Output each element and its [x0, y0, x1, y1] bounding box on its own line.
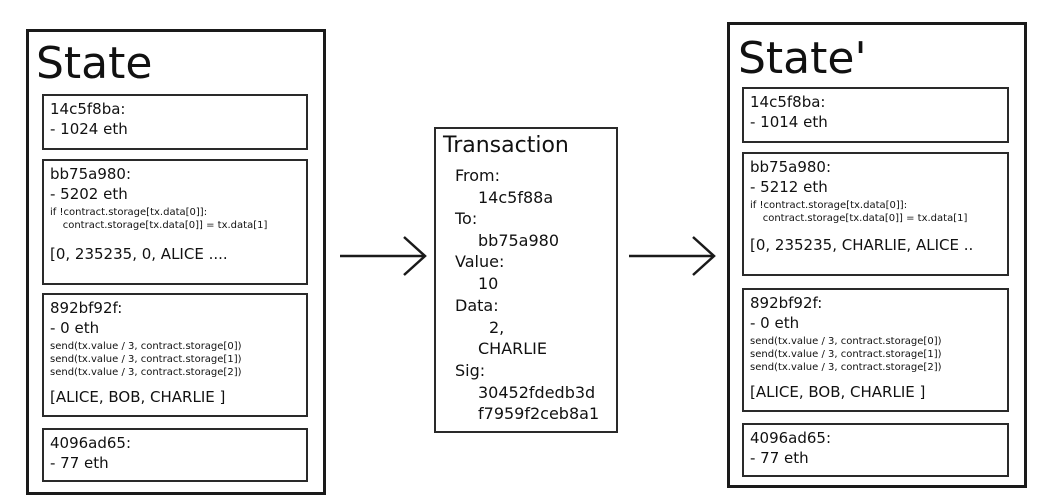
tx-value-label: Value: — [455, 252, 505, 271]
state-prime-title: State' — [738, 33, 867, 84]
contract-storage: [0, 235235, CHARLIE, ALICE .. — [750, 236, 974, 254]
account-balance: - 1024 eth — [50, 120, 128, 138]
account-address: 4096ad65: — [750, 429, 832, 447]
contract-storage: [0, 235235, 0, ALICE .... — [50, 245, 228, 263]
right-arrow-icon — [340, 236, 427, 276]
account-address: 4096ad65: — [50, 434, 132, 452]
account-balance: - 77 eth — [50, 454, 109, 472]
account-balance: - 5212 eth — [750, 178, 828, 196]
account-box: 4096ad65: - 77 eth — [42, 428, 308, 482]
tx-sig-line: f7959f2ceb8a1 — [478, 404, 600, 423]
contract-code-line: send(tx.value / 3, contract.storage[1]) — [750, 349, 942, 360]
transaction-box: Transaction From: 14c5f88a To: bb75a980 … — [434, 127, 618, 433]
account-address: 892bf92f: — [50, 299, 123, 317]
contract-code-line: send(tx.value / 3, contract.storage[1]) — [50, 354, 242, 365]
tx-data-item: 2, — [489, 318, 505, 337]
tx-data-item: CHARLIE — [478, 339, 548, 358]
account-box: 892bf92f: - 0 eth send(tx.value / 3, con… — [42, 293, 308, 417]
contract-code-line: contract.storage[tx.data[0]] = tx.data[1… — [50, 220, 268, 231]
account-balance: - 77 eth — [750, 449, 809, 467]
tx-value-value: 10 — [478, 274, 499, 293]
tx-sig-line: 30452fdedb3d — [478, 383, 596, 402]
contract-storage: [ALICE, BOB, CHARLIE ] — [50, 388, 226, 406]
account-box: 4096ad65: - 77 eth — [742, 423, 1009, 477]
account-balance: - 5202 eth — [50, 185, 128, 203]
contract-code-line: send(tx.value / 3, contract.storage[2]) — [50, 367, 242, 378]
account-box: 14c5f8ba: - 1014 eth — [742, 87, 1009, 143]
state-panel: State 14c5f8ba: - 1024 eth bb75a980: - 5… — [26, 29, 326, 495]
account-address: 14c5f8ba: — [750, 93, 826, 111]
contract-code-line: send(tx.value / 3, contract.storage[2]) — [750, 362, 942, 373]
account-address: 892bf92f: — [750, 294, 823, 312]
contract-storage: [ALICE, BOB, CHARLIE ] — [750, 383, 926, 401]
tx-from-label: From: — [455, 166, 501, 185]
tx-data-label: Data: — [455, 296, 499, 315]
tx-sig-label: Sig: — [455, 361, 486, 380]
tx-to-value: bb75a980 — [478, 231, 560, 250]
account-address: 14c5f8ba: — [50, 100, 126, 118]
state-title: State — [36, 38, 153, 89]
state-prime-panel: State' 14c5f8ba: - 1014 eth bb75a980: - … — [727, 22, 1027, 488]
tx-from-value: 14c5f88a — [478, 188, 554, 207]
account-address: bb75a980: — [50, 165, 132, 183]
account-box: 892bf92f: - 0 eth send(tx.value / 3, con… — [742, 288, 1009, 412]
contract-code-line: send(tx.value / 3, contract.storage[0]) — [750, 336, 942, 347]
account-box: 14c5f8ba: - 1024 eth — [42, 94, 308, 150]
contract-code-line: send(tx.value / 3, contract.storage[0]) — [50, 341, 242, 352]
contract-code-line: if !contract.storage[tx.data[0]]: — [50, 207, 208, 218]
account-box: bb75a980: - 5202 eth if !contract.storag… — [42, 159, 308, 285]
account-balance: - 1014 eth — [750, 113, 828, 131]
account-balance: - 0 eth — [50, 319, 100, 337]
account-box: bb75a980: - 5212 eth if !contract.storag… — [742, 152, 1009, 276]
tx-to-label: To: — [455, 209, 478, 228]
contract-code-line: if !contract.storage[tx.data[0]]: — [750, 200, 908, 211]
transaction-title: Transaction — [443, 133, 569, 158]
contract-code-line: contract.storage[tx.data[0]] = tx.data[1… — [750, 213, 968, 224]
account-address: bb75a980: — [750, 158, 832, 176]
right-arrow-icon — [629, 236, 716, 276]
account-balance: - 0 eth — [750, 314, 800, 332]
